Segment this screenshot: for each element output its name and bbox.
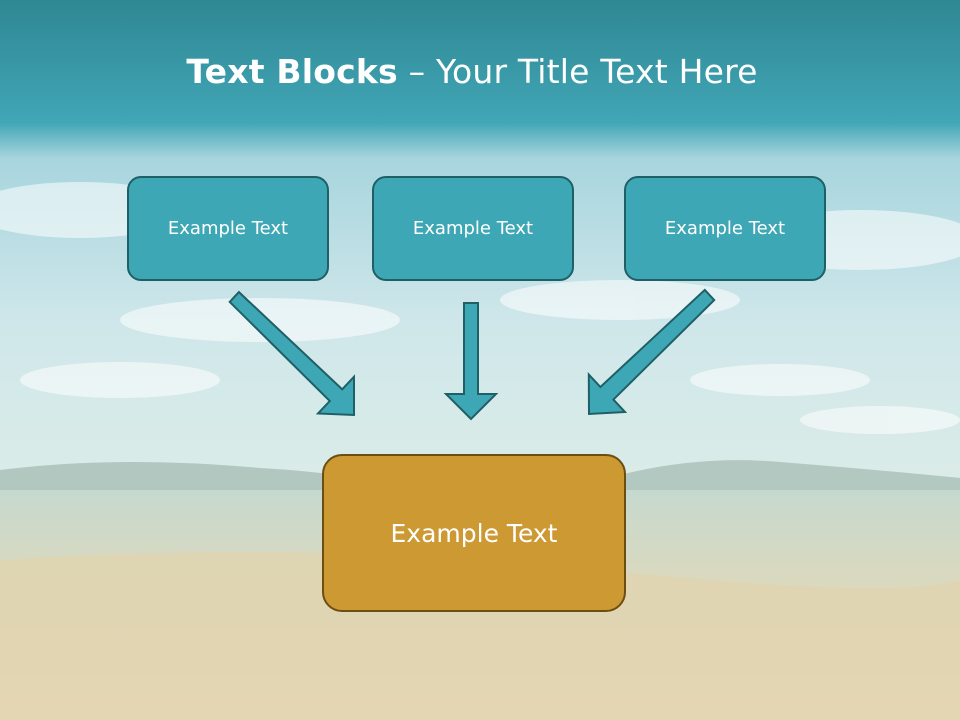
title-rest: – Your Title Text Here bbox=[397, 52, 758, 91]
text-block-3: Example Text bbox=[624, 176, 826, 281]
slide-title: Text Blocks – Your Title Text Here bbox=[0, 52, 944, 91]
text-block-1: Example Text bbox=[127, 176, 329, 281]
text-block-2: Example Text bbox=[372, 176, 574, 281]
result-block: Example Text bbox=[322, 454, 626, 612]
title-bold: Text Blocks bbox=[186, 52, 398, 91]
